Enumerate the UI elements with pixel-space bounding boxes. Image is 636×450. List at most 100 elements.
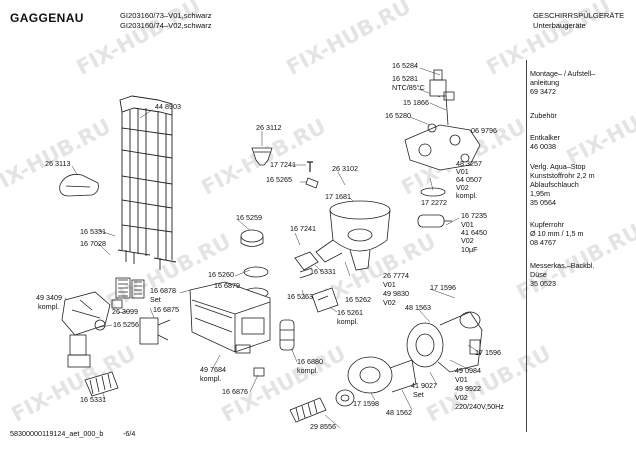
- part-label: 26 7774: [383, 271, 409, 280]
- part-label: 26 3113: [45, 159, 71, 168]
- part-166880: [279, 319, 295, 351]
- part-label: 49 9830: [383, 289, 409, 298]
- part-label: 16 6878: [150, 286, 176, 295]
- part-263113: [59, 174, 99, 197]
- part-label: 16 5256: [113, 320, 139, 329]
- brand-logo: GAGGENAU: [10, 11, 84, 25]
- part-493409: [61, 291, 111, 368]
- part-label: 29 8556: [310, 422, 336, 431]
- part-label: 17 2272: [421, 198, 447, 207]
- part-label: 16 7028: [80, 239, 106, 248]
- sidebar-text: Kunststoffrohr 2,2 m: [530, 171, 595, 180]
- part-label: V02: [455, 393, 468, 402]
- part-label: kompl.: [456, 191, 478, 200]
- part-label: V01: [455, 375, 468, 384]
- sidebar-text: 1,95m: [530, 189, 550, 198]
- part-label: 26 3102: [332, 164, 358, 173]
- part-label: 17 7241: [270, 160, 296, 169]
- part-label: kompl.: [200, 374, 222, 383]
- part-label: NTC/85°C: [392, 83, 425, 92]
- part-label: 16 5284: [392, 61, 418, 70]
- part-label: 16 5260: [208, 270, 234, 279]
- part-label: 17 1681: [325, 192, 351, 201]
- part-label: 48 1563: [405, 303, 431, 312]
- part-label: 16 5280: [385, 111, 411, 120]
- dispenser-block: [189, 281, 271, 354]
- sidebar-text: 69 3472: [530, 87, 556, 96]
- part-label: 17 1596: [430, 283, 456, 292]
- capacitor: [417, 214, 452, 228]
- part-label: 16 5281: [392, 74, 418, 83]
- sidebar-text: 35 0523: [530, 279, 556, 288]
- part-label: 26 3099: [112, 307, 138, 316]
- part-label: V01: [383, 280, 396, 289]
- sidebar-text: Messerkas.–Backbl.: [530, 261, 595, 270]
- sidebar-text: Zubehör: [530, 111, 557, 120]
- sidebar-text: Düse: [530, 270, 547, 279]
- part-label: 10μF: [461, 245, 478, 254]
- part-label: 49 0984: [455, 366, 481, 375]
- part-label: 16 5262: [345, 295, 371, 304]
- part-label: 16 5261: [337, 308, 363, 317]
- part-label: 64 0507: [456, 175, 482, 184]
- part-label: 49 9922: [455, 384, 481, 393]
- part-label: kompl.: [297, 366, 319, 375]
- sidebar-text: Montage– / Aufstell–: [530, 69, 596, 78]
- part-label: 49 3409: [36, 293, 62, 302]
- heater-valve-assembly: [404, 69, 481, 197]
- category-line-2: Unterbaugeräte: [533, 21, 586, 30]
- part-label: V02: [383, 298, 396, 307]
- part-label: Set: [413, 390, 424, 399]
- part-label: 16 6876: [222, 387, 248, 396]
- part-label: 48 1562: [386, 408, 412, 417]
- part-label: V02: [456, 183, 469, 192]
- part-label: 15 1866: [403, 98, 429, 107]
- model-line-1: GI203160/73–V01,schwarz: [120, 11, 212, 20]
- sidebar-text: anleitung: [530, 78, 560, 87]
- springs: [111, 277, 145, 309]
- dosing-cap: [240, 229, 269, 299]
- pump-sump: [315, 200, 391, 271]
- model-line-2: GI203160/74–V02,schwarz: [120, 21, 212, 30]
- part-label: 16 5331: [80, 395, 106, 404]
- part-label: 49 7684: [200, 365, 226, 374]
- sidebar-text: Ø 10 mm / 1,5 m: [530, 229, 584, 238]
- part-label: 16 5331: [310, 267, 336, 276]
- sidebar-text: Verlg. Aqua–Stop: [530, 162, 586, 171]
- part-label: Set: [150, 295, 161, 304]
- part-label: 16 7241: [290, 224, 316, 233]
- sidebar-text: Kupferrohr: [530, 220, 564, 229]
- accessories-sidebar: [526, 60, 636, 432]
- part-label: 16 6880: [297, 357, 323, 366]
- part-label: 17 1598: [353, 399, 379, 408]
- part-label: 44 8903: [155, 102, 181, 111]
- part-label: kompl.: [337, 317, 359, 326]
- page-reference: -6/4: [123, 429, 136, 438]
- part-label: 41 6450: [461, 228, 487, 237]
- drain-pump: [335, 356, 417, 407]
- part-label: 16 5259: [236, 213, 262, 222]
- part-label: V01: [456, 167, 469, 176]
- part-166875: [94, 317, 171, 345]
- corrugated-hose: [84, 371, 119, 397]
- sidebar-text: 46 0038: [530, 142, 556, 151]
- circulation-pump-motor: [406, 311, 483, 373]
- part-label: 06 9796: [471, 126, 497, 135]
- part-label: 220/240V,50Hz: [455, 402, 504, 411]
- part-263112: [251, 147, 273, 166]
- part-label: 16 5331: [80, 227, 106, 236]
- leader-lines: [64, 67, 481, 429]
- part-label: V02: [461, 236, 474, 245]
- part-label: 17 1596: [475, 348, 501, 357]
- part-label: 48 3257: [456, 159, 482, 168]
- category-line-1: GESCHIRRSPÜLGERÄTE: [533, 11, 625, 20]
- drawing-number: 58300000119124_aet_000_b: [10, 429, 104, 438]
- drain-hose-piece: [289, 397, 327, 423]
- part-label: V01: [461, 220, 474, 229]
- part-label: 41 9027: [411, 381, 437, 390]
- sidebar-text: Ablaufschlauch: [530, 180, 579, 189]
- part-label: 26 3112: [256, 123, 282, 132]
- part-label: 16 7235: [461, 211, 487, 220]
